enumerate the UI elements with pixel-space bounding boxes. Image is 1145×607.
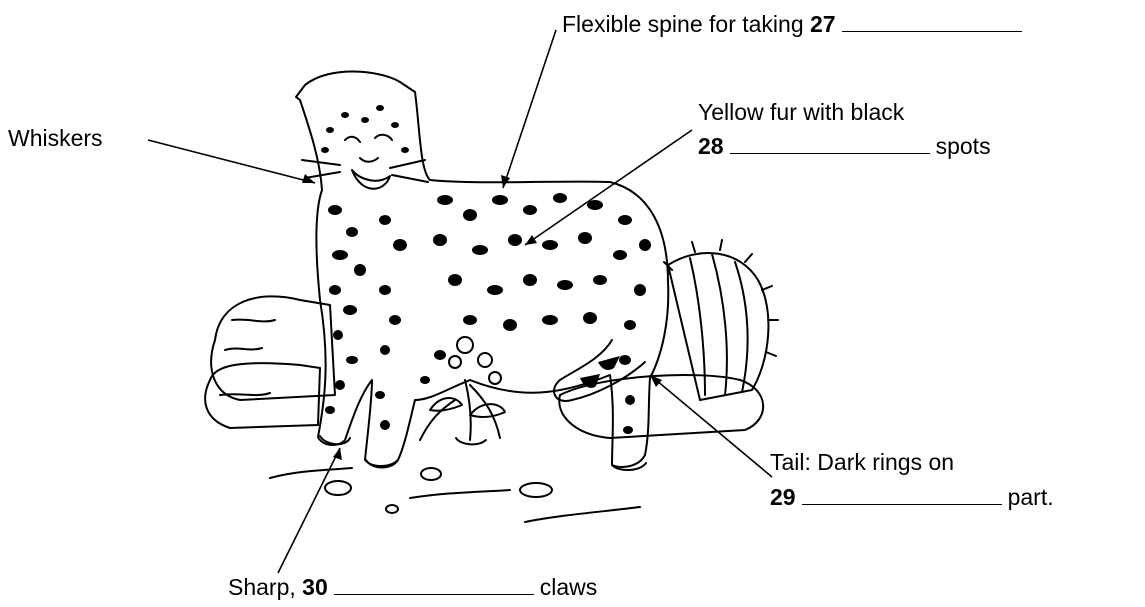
spine-pointer [503,30,556,188]
spine-label: Flexible spine for taking 27 [562,10,1028,38]
jaguar-body [296,71,668,466]
claws-label: Sharp, 30 claws [228,573,597,601]
whiskers-pointer [148,140,315,183]
claws-suffix: claws [540,574,598,600]
spine-text: Flexible spine for taking [562,11,804,37]
question-30-number: 30 [302,574,328,600]
tail-suffix: part. [1008,484,1054,510]
question-27-number: 27 [810,11,836,37]
answer-blank-27[interactable] [842,11,1022,32]
answer-blank-28[interactable] [730,133,930,154]
answer-blank-29[interactable] [802,484,1002,505]
claws-pointer [278,448,340,573]
whiskers-label: Whiskers [8,124,103,152]
claws-prefix: Sharp, [228,574,296,600]
answer-blank-30[interactable] [334,574,534,595]
fur-label-line2: 28 spots [698,132,991,160]
tail-label-line2: 29 part. [770,483,1054,511]
fur-pointer [525,130,692,245]
fur-suffix: spots [936,133,991,159]
tail-label-line1: Tail: Dark rings on [770,448,954,476]
fur-label-line1: Yellow fur with black [698,98,904,126]
question-29-number: 29 [770,484,796,510]
question-28-number: 28 [698,133,724,159]
